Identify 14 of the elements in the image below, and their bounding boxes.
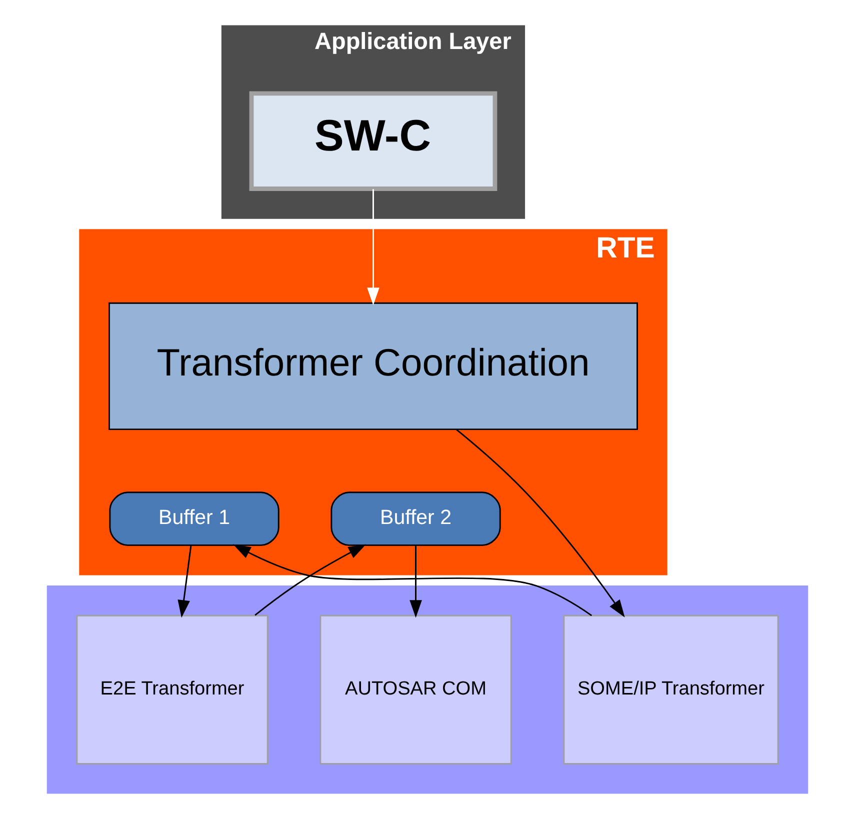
node-box: SW-C (249, 91, 498, 191)
arrow (410, 546, 422, 618)
cluster (46, 586, 808, 794)
node-box: AUTOSAR COM (320, 614, 512, 764)
node-box: E2E Transformer (76, 614, 268, 764)
arrow (456, 428, 625, 618)
arrow (178, 546, 192, 618)
arrow (254, 544, 366, 616)
arrow (233, 544, 592, 616)
node-box: SOME/IP Transformer (563, 614, 779, 764)
node-box: Buffer 2 (330, 492, 501, 546)
arrow (367, 189, 380, 306)
node-box: Transformer Coordination (108, 302, 638, 430)
node-box: Buffer 1 (109, 492, 280, 546)
